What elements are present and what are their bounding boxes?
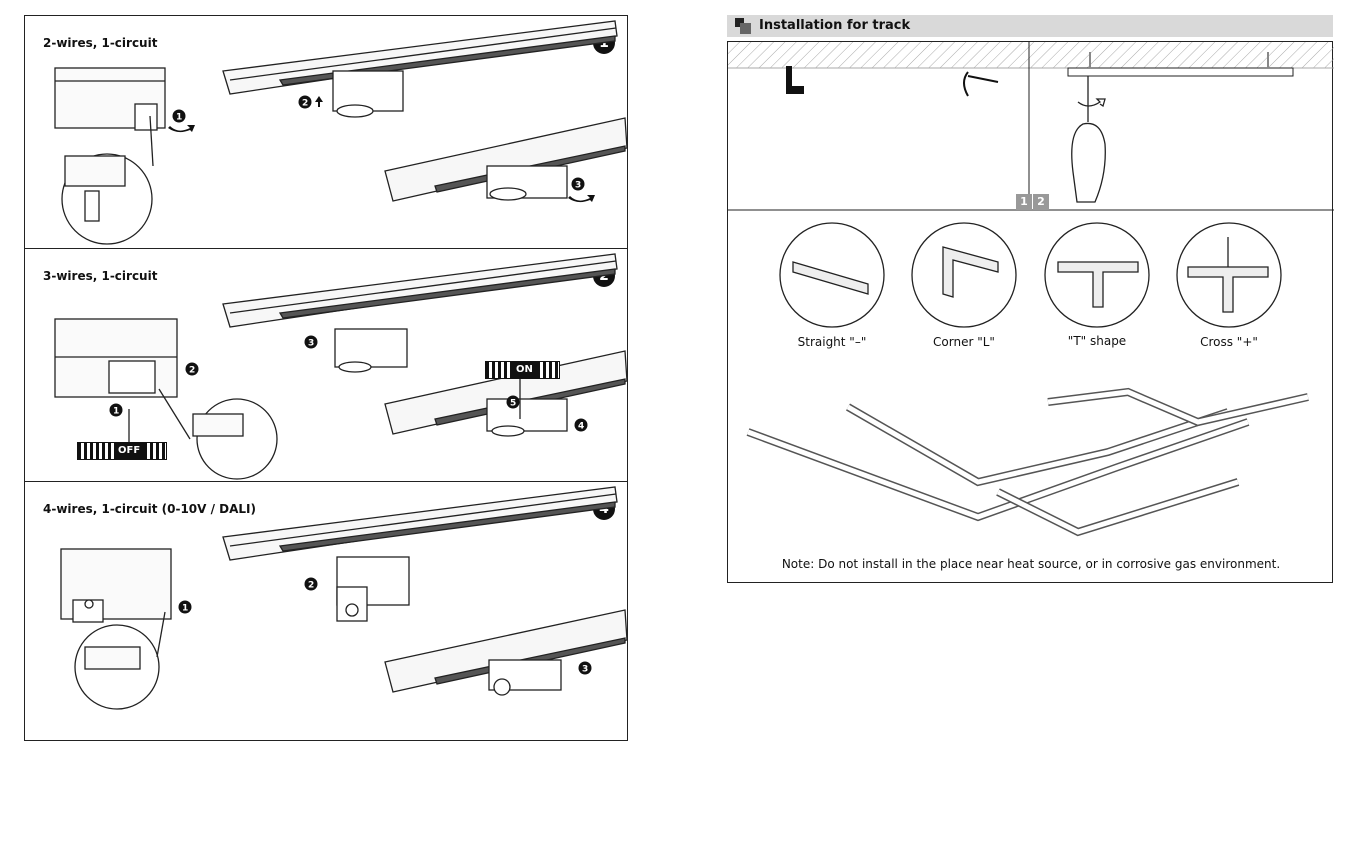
switch-on-label: ON [512, 362, 537, 378]
step-tag: 2 [1033, 194, 1049, 210]
svg-text:2: 2 [308, 581, 314, 591]
svg-text:5: 5 [510, 399, 516, 409]
switch-on-indicator: ON [485, 361, 560, 379]
installation-note: Note: Do not install in the place near h… [781, 557, 1281, 571]
track-adapter-illustration: 1 2 3 [54, 20, 627, 245]
switch-off-indicator: OFF [77, 442, 168, 460]
track-installation-panel: 1 2 Straight "–" Cor [727, 41, 1334, 583]
svg-text:3: 3 [308, 339, 314, 349]
section-header: Installation for track [727, 15, 1333, 37]
step-marker: 1 [176, 113, 182, 123]
ceiling-mounting-illustration [728, 42, 1334, 211]
section-3-wires: 3-wires, 1-circuit 2 [25, 249, 627, 482]
svg-text:2: 2 [302, 99, 308, 109]
section-4-wires: 4-wires, 1-circuit (0-10V / DALI) 4 [25, 482, 627, 740]
section-label: 2-wires, 1-circuit [43, 36, 158, 50]
step-tag: 1 [1016, 194, 1032, 210]
page-section-icon [735, 18, 751, 34]
section-label: 4-wires, 1-circuit (0-10V / DALI) [43, 502, 257, 516]
switch-off-label: OFF [114, 443, 145, 459]
svg-text:1: 1 [182, 604, 188, 614]
connector-label-straight: Straight "–" [797, 335, 867, 349]
svg-text:2: 2 [189, 366, 195, 376]
svg-text:4: 4 [578, 422, 584, 432]
section-2-wires: 2-wires, 1-circuit 1 [25, 16, 627, 249]
connector-label-cross: Cross "+" [1200, 335, 1258, 349]
svg-text:1: 1 [113, 407, 119, 417]
left-instruction-panel: 2-wires, 1-circuit 1 [24, 15, 628, 741]
section-label: 3-wires, 1-circuit [43, 269, 158, 283]
connector-label-t-shape: "T" shape [1067, 334, 1127, 348]
connectors-illustration [746, 222, 1309, 537]
svg-text:3: 3 [575, 181, 581, 191]
track-adapter-illustration: 1 2 3 [60, 486, 627, 710]
section-title: Installation for track [759, 18, 911, 33]
connector-label-corner: Corner "L" [933, 335, 995, 349]
svg-text:3: 3 [582, 665, 588, 675]
track-adapter-illustration: 1 2 3 4 5 [54, 253, 627, 480]
